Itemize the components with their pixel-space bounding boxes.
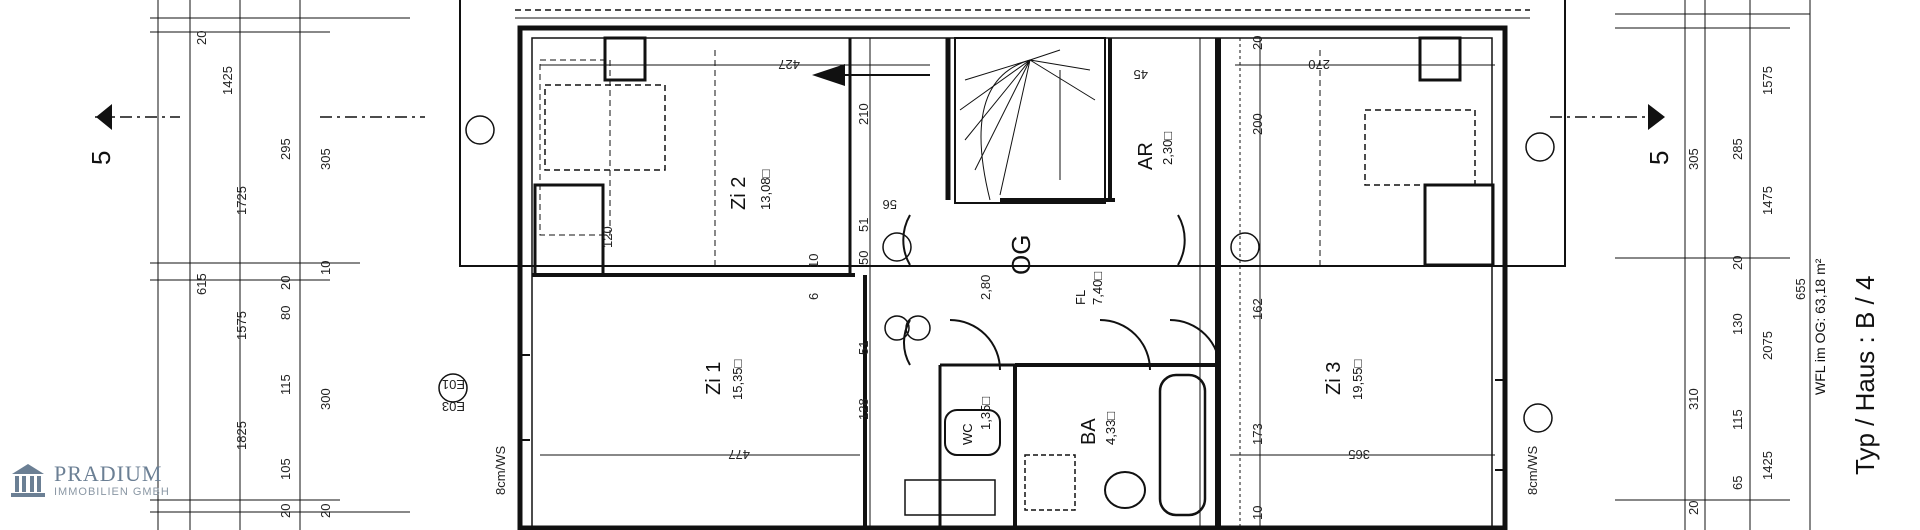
living-area-label: WFL im OG: 63,18 m²	[1812, 258, 1828, 395]
dim-right: 1425	[1760, 451, 1775, 480]
room-label-fl: FL	[1073, 290, 1088, 305]
room-label-zi3: Zi 3	[1323, 362, 1345, 395]
company-logo: PRADIUM IMMOBILIEN GMBH	[8, 460, 170, 500]
dim-interior: 365	[1348, 447, 1370, 462]
dim-interior: 427	[778, 57, 800, 72]
dim-left: 1425	[220, 66, 235, 95]
dim-interior: 477	[728, 447, 750, 462]
dim-left: 20	[278, 276, 293, 290]
building-icon	[11, 464, 45, 497]
dim-left: 20	[278, 504, 293, 518]
dim-left: 20	[194, 31, 209, 45]
dim-interior: 56	[883, 197, 897, 212]
section-mark-right: 5	[1644, 151, 1674, 165]
room-area-wc: 1,35□	[978, 397, 993, 430]
dim-interior: 200	[1250, 113, 1265, 135]
dim-left: 1575	[234, 311, 249, 340]
dim-right: 1475	[1760, 186, 1775, 215]
room-area-ar: 2,30□	[1160, 132, 1175, 165]
dim-interior: 20	[1250, 36, 1265, 50]
dim-right: 655	[1793, 278, 1808, 300]
brand-name: PRADIUM	[54, 460, 163, 486]
room-label-ar: AR	[1135, 142, 1157, 170]
dim-interior: 45	[1134, 67, 1148, 82]
dim-right: 20	[1730, 256, 1745, 270]
dim-interior: 51	[856, 218, 871, 232]
dim-right: 305	[1686, 148, 1701, 170]
dim-interior: 120	[600, 226, 615, 248]
dim-interior: 162	[1250, 298, 1265, 320]
dim-interior: 6	[806, 293, 821, 300]
dim-left: 105	[278, 458, 293, 480]
window-tag-e03: E03	[442, 399, 465, 414]
room-label-wc: WC	[960, 423, 975, 445]
dim-left: 1725	[234, 186, 249, 215]
dim-left: 300	[318, 388, 333, 410]
window-tag-e01: E01	[442, 377, 465, 392]
dim-interior: 173	[1250, 423, 1265, 445]
dim-interior: 51	[856, 341, 871, 355]
room-area-zi1: 15,35□	[730, 359, 745, 400]
room-label-zi1: Zi 1	[703, 362, 725, 395]
dim-left: 1825	[234, 421, 249, 450]
room-area-zi3: 19,55□	[1350, 359, 1365, 400]
dim-right: 65	[1730, 476, 1745, 490]
dim-interior: 2,80	[978, 275, 993, 300]
floor-label: OG	[1006, 235, 1036, 275]
section-mark-left: 5	[86, 151, 116, 165]
dim-interior: 210	[856, 103, 871, 125]
house-type-label: Typ / Haus : B / 4	[1850, 275, 1880, 475]
dim-left: 295	[278, 138, 293, 160]
dim-left: 80	[278, 306, 293, 320]
room-area-ba: 4,33□	[1103, 412, 1118, 445]
room-label-ba: BA	[1078, 418, 1100, 445]
dim-right: 1575	[1760, 66, 1775, 95]
dim-interior: 10	[1250, 506, 1265, 520]
dim-right: 2075	[1760, 331, 1775, 360]
dim-right: 115	[1730, 409, 1745, 430]
dim-left: 615	[194, 273, 209, 295]
dim-interior: 50	[856, 251, 871, 265]
dim-left: 20	[318, 504, 333, 518]
window-tag-left: 8cm/WS	[493, 446, 508, 495]
dim-right: 130	[1730, 313, 1745, 335]
room-label-zi2: Zi 2	[728, 177, 750, 210]
dim-left: 115	[278, 374, 293, 395]
brand-tagline: IMMOBILIEN GMBH	[54, 485, 170, 498]
room-area-fl: 7,40□	[1090, 272, 1105, 305]
dim-interior: 128	[856, 398, 871, 420]
dim-right: 20	[1686, 501, 1701, 515]
dim-right: 310	[1686, 388, 1701, 410]
dim-left: 10	[318, 261, 333, 275]
dim-interior: 10	[806, 254, 821, 268]
window-tag-right: 8cm/WS	[1525, 446, 1540, 495]
dim-right: 285	[1730, 138, 1745, 160]
dim-left: 305	[318, 148, 333, 170]
dim-interior: 270	[1308, 57, 1330, 72]
room-area-zi2: 13,08□	[758, 169, 773, 210]
